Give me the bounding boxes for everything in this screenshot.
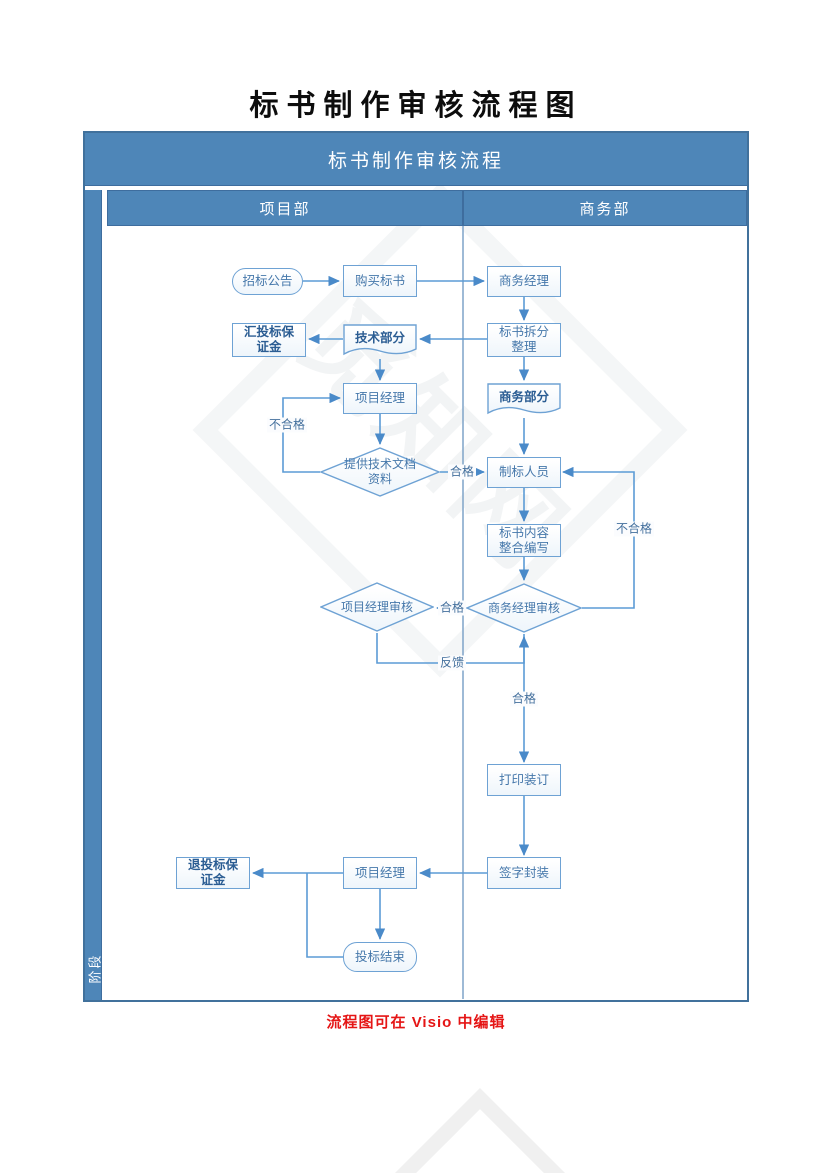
node-label: 投标结束 — [354, 949, 405, 964]
node-business-manager: 商务经理 — [487, 266, 561, 297]
node-label: 招标公告 — [242, 274, 293, 288]
node-label: 汇投标保 证金 — [243, 325, 294, 354]
node-technical-part: 技术部分 — [343, 324, 417, 358]
edge-label-pass: 合格 — [509, 691, 539, 707]
node-label: 项目经理审核 — [340, 599, 413, 614]
node-project-manager-2: 项目经理 — [343, 857, 417, 889]
edge-label-pass: 合格 — [447, 464, 477, 480]
node-label: 制标人员 — [498, 465, 549, 479]
phase-strip: 阶段 — [85, 190, 103, 1000]
node-submit-bid-bond: 汇投标保 证金 — [232, 323, 306, 357]
node-label: 签字封装 — [498, 865, 549, 880]
node-start: 招标公告 — [232, 268, 303, 295]
node-label: 打印装订 — [498, 772, 549, 787]
page-title: 标书制作审核流程图 — [249, 90, 583, 122]
node-label: 标书内容 整合编写 — [498, 525, 549, 555]
node-bid-maker: 制标人员 — [487, 457, 561, 488]
node-buy-bid-doc: 购买标书 — [343, 265, 417, 297]
node-label: 商务经理审核 — [487, 600, 560, 615]
node-label: 商务部分 — [498, 390, 549, 404]
node-label: 提供技术文档 资料 — [343, 457, 416, 486]
flowchart-frame: 标书制作审核流程 阶段 项目部 商务部 — [83, 131, 749, 1002]
decision-shape — [466, 583, 582, 633]
edge-label-fail: 不合格 — [266, 417, 308, 433]
node-refund-bid-bond: 退投标保 证金 — [176, 857, 250, 889]
node-label: 项目经理 — [354, 391, 405, 405]
node-business-part: 商务部分 — [487, 383, 561, 417]
connector-bm-review-fail-loop — [562, 466, 635, 609]
node-project-manager: 项目经理 — [343, 383, 417, 414]
connector-provide-docs-fail-loop — [282, 392, 341, 473]
edge-label-fail: 不合格 — [613, 521, 655, 537]
watermark-text: 觅知网 — [335, 1148, 624, 1173]
node-content-compose: 标书内容 整合编写 — [487, 524, 561, 557]
connector-end-join-refund — [306, 873, 343, 958]
node-label: 标书拆分 整理 — [498, 325, 549, 354]
document-shape — [343, 324, 417, 356]
node-provide-tech-docs: 提供技术文档 资料 — [320, 447, 440, 497]
flow-canvas: 招标公告 购买标书 商务经理 标书拆分 整理 技术部分 汇投标保 证金 — [85, 133, 747, 1000]
node-label: 商务经理 — [498, 274, 549, 288]
edge-label-feedback: 反馈 — [437, 655, 467, 671]
node-label: 技术部分 — [354, 331, 405, 345]
node-sign-seal: 签字封装 — [487, 857, 561, 889]
edge-label-pass: 合格 — [437, 600, 467, 616]
node-split-organize: 标书拆分 整理 — [487, 323, 561, 357]
lane-header-band: 项目部 商务部 — [107, 190, 747, 226]
lane-header-business-dept: 商务部 — [579, 200, 631, 218]
decision-shape — [320, 582, 434, 632]
footer-note: 流程图可在 Visio 中编辑 — [326, 1014, 506, 1031]
document-shape — [487, 383, 561, 415]
node-label: 项目经理 — [354, 865, 405, 880]
lane-header-project-dept: 项目部 — [108, 191, 464, 225]
node-print-bind: 打印装订 — [487, 764, 561, 796]
chart-band-title: 标书制作审核流程 — [85, 133, 747, 186]
node-bm-review: 商务经理审核 — [466, 583, 582, 633]
node-label: 购买标书 — [354, 273, 405, 288]
watermark-stamp-bottom: 觅知网 — [274, 1087, 686, 1173]
decision-shape — [320, 447, 440, 497]
node-pm-review: 项目经理审核 — [320, 582, 434, 632]
node-label: 退投标保 证金 — [187, 858, 238, 887]
node-bid-end: 投标结束 — [343, 942, 417, 972]
